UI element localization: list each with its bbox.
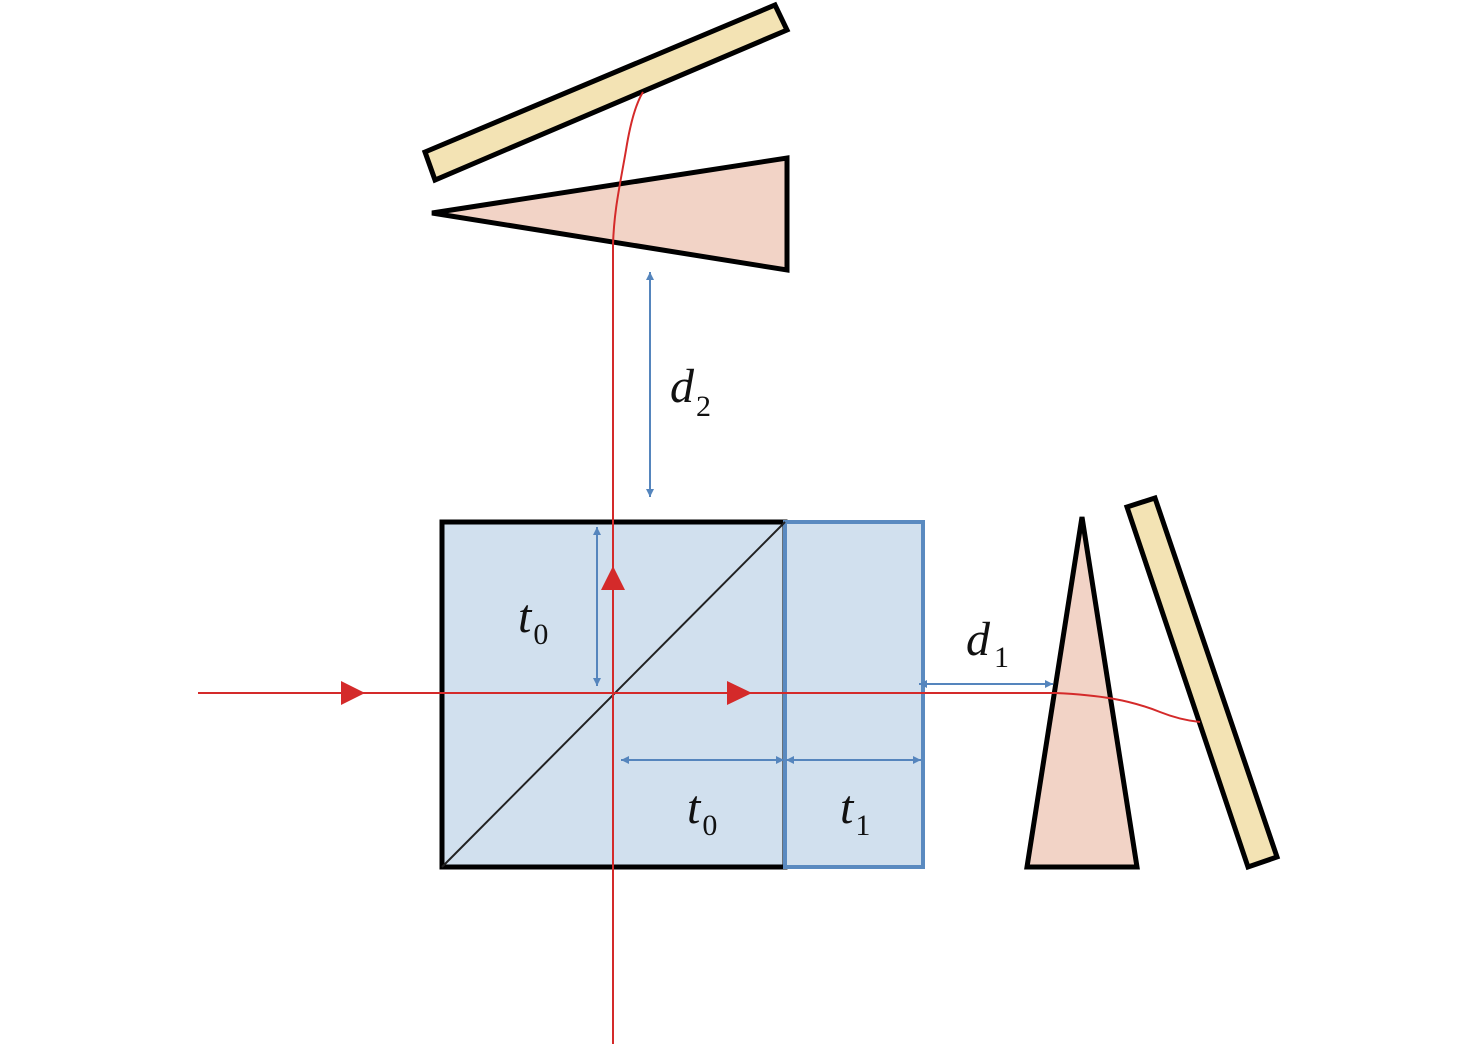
top-mirror — [421, 1, 791, 184]
compensator-plate — [783, 520, 925, 869]
label-t1: t1 — [840, 781, 870, 842]
label-t0-vertical: t0 — [518, 590, 548, 651]
beam-arrow-reflected — [601, 566, 625, 590]
right-mirror — [1123, 494, 1281, 871]
beam-arrow-transmitted — [727, 681, 752, 705]
label-d2: d2 — [670, 360, 711, 423]
top-wedge-prism — [431, 155, 790, 273]
vertical-beam — [612, 91, 644, 1044]
label-t0-horizontal: t0 — [687, 781, 717, 842]
beam-arrow-input — [341, 681, 365, 705]
horizontal-beam — [198, 692, 1201, 723]
